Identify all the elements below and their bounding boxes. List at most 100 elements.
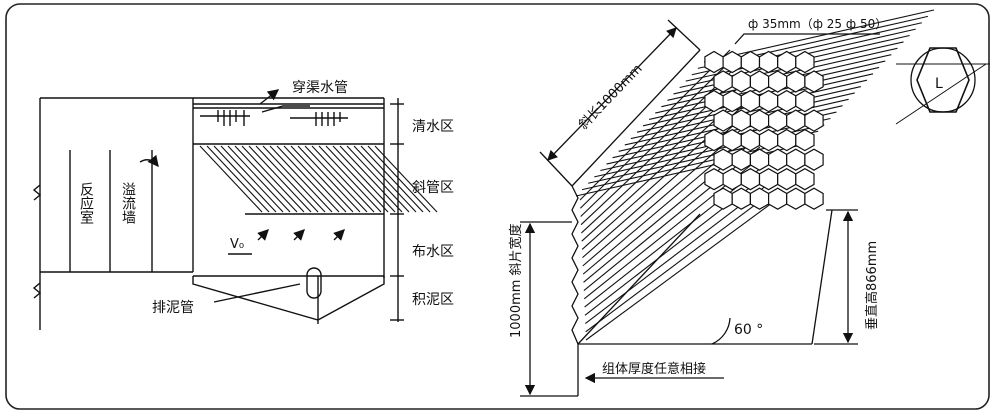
hex-tube-cell (777, 128, 797, 152)
hex-tube-cell (722, 50, 742, 74)
hex-tube-cell (722, 128, 742, 152)
zone-label-tube: 斜管区 (412, 180, 454, 196)
tube-hatch-line (297, 145, 361, 213)
hex-tube-cell (777, 50, 797, 74)
tube-hatch-line (262, 145, 326, 213)
weir-wall-label: 溢流墙 (120, 182, 136, 224)
module-stripe-line (585, 190, 774, 333)
hex-tube-cell (713, 70, 733, 93)
tube-hatch-line (234, 145, 298, 213)
hex-tube-cell (767, 70, 788, 93)
hex-tube-cell (731, 187, 752, 210)
tube-hatch-line (339, 145, 403, 213)
hex-tube-cell (786, 148, 806, 171)
tube-hatch-line (346, 145, 410, 213)
tube-hatch-line (206, 145, 270, 213)
outer-frame (5, 3, 990, 410)
hex-tube-cell (804, 148, 824, 171)
zone-label-clear-water: 清水区 (412, 119, 454, 135)
hex-tube-cell (731, 70, 752, 93)
tube-hatch-line (213, 145, 277, 213)
tube-zone-hatching (199, 145, 438, 213)
tube-hatch-line (248, 145, 312, 213)
hex-tube-cell (704, 50, 724, 74)
angle-label: 60 ° (734, 322, 763, 338)
velocity-label: V₀ (230, 237, 244, 252)
hex-tube-cell (786, 187, 806, 210)
hex-tube-cell (704, 89, 724, 113)
hex-tube-cell (786, 109, 806, 132)
tube-hatch-line (332, 145, 396, 213)
tube-hatch-line (255, 145, 319, 213)
hex-symbol-label: L (935, 76, 943, 92)
hex-tube-cell (767, 187, 788, 210)
hex-tube-cell (731, 109, 752, 132)
hex-tube-cell (749, 148, 770, 171)
tube-hatch-line (360, 145, 424, 213)
hex-tube-cell (749, 187, 770, 210)
assembly-note-label: 组体厚度任意相接 (602, 361, 706, 377)
hex-tube-cell (758, 128, 779, 152)
hex-tube-cell (740, 168, 761, 191)
hex-tube-cell (713, 109, 733, 132)
hex-tube-cell (758, 50, 779, 74)
tube-hatch-line (290, 145, 354, 213)
hex-tube-cell (713, 187, 733, 210)
hex-tube-cell (704, 128, 724, 152)
hex-tube-cell (749, 70, 770, 93)
module-stripe-line (703, 9, 935, 63)
tube-hatch-line (367, 145, 431, 213)
hex-tube-cell (740, 89, 761, 113)
hex-tube-cell (804, 70, 824, 93)
hex-tube-cell (786, 70, 806, 93)
tube-hatch-line (220, 145, 284, 213)
hex-tube-cell (731, 148, 752, 171)
reaction-chamber-label: 反应室 (78, 182, 94, 224)
hex-tube-cell (758, 89, 779, 113)
zone-label-sludge: 积泥区 (412, 292, 454, 308)
zone-label-distribution: 布水区 (412, 244, 454, 260)
tube-module-diagram (520, 19, 990, 397)
tube-hatch-line (304, 145, 368, 213)
left-tank-diagram (32, 89, 404, 330)
hex-tube-cell (804, 109, 824, 132)
tube-hatch-line (353, 145, 417, 213)
hex-tube-cell (740, 50, 761, 74)
vertical-height-label: 垂直高866mm (864, 241, 880, 330)
hex-tube-cell (722, 168, 742, 191)
hex-tube-cell (767, 109, 788, 132)
hex-tube-cell (713, 148, 733, 171)
tube-diameter-label: ф 35mm（ф 25 ф 50） (748, 17, 887, 31)
sludge-pipe-label: 排泥管 (152, 300, 194, 316)
hexagon-tube-grid (704, 50, 824, 210)
module-stripe-line (585, 199, 777, 341)
tube-hatch-line (227, 145, 291, 213)
tube-hatch-line (276, 145, 340, 213)
hex-tube-cell (740, 128, 761, 152)
tube-hatch-line (283, 145, 347, 213)
tube-hatch-line (269, 145, 333, 213)
tube-hatch-line (199, 145, 263, 213)
module-stripe-line (575, 143, 807, 197)
hex-tube-cell (795, 50, 815, 74)
tube-hatch-line (241, 145, 305, 213)
hex-tube-cell (749, 109, 770, 132)
hex-tube-cell (777, 168, 797, 191)
tube-hatch-line (374, 145, 438, 213)
width-label: 1000mm 斜片宽度 (508, 223, 524, 338)
module-stripe-line (579, 49, 731, 201)
hex-tube-cell (795, 168, 815, 191)
hex-tube-cell (777, 89, 797, 113)
hex-tube-cell (704, 168, 724, 191)
tube-hatch-line (318, 145, 382, 213)
hex-tube-cell (795, 89, 815, 113)
tube-hatch-line (311, 145, 375, 213)
hex-tube-cell (767, 148, 788, 171)
hex-tube-cell (795, 128, 815, 152)
hex-tube-cell (758, 168, 779, 191)
hex-tube-cell (804, 187, 824, 210)
pipe-label: 穿渠水管 (292, 80, 348, 96)
tube-hatch-line (325, 145, 389, 213)
